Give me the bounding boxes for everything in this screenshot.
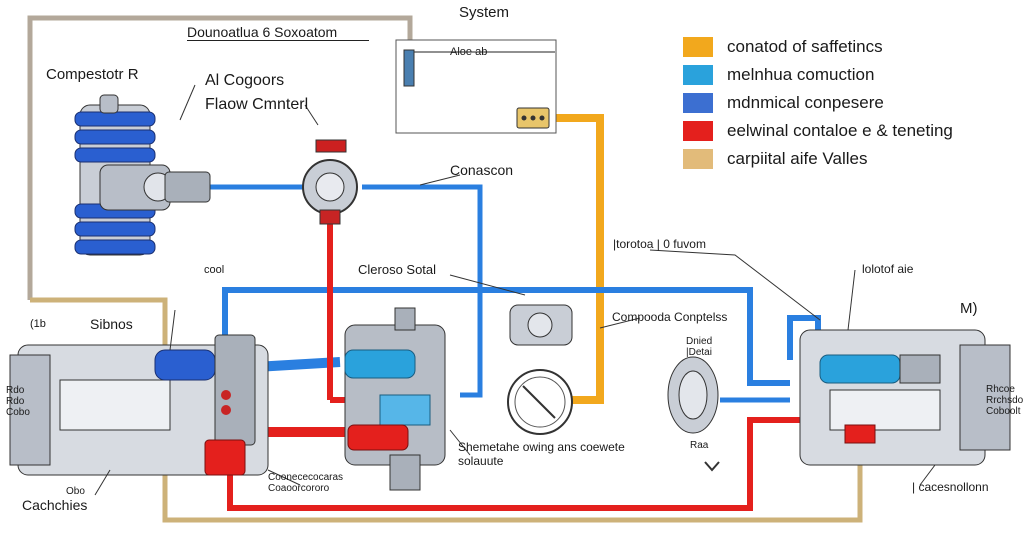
left-small-label-2: Obo [66,486,85,497]
bottom-left-label: Coonececocaras Coaoorcororo [268,472,344,494]
top-label: Dounoatlua 6 Soxoatom [187,24,369,41]
leader-lines [94,84,936,496]
red-line-bottom [227,417,800,511]
air-compressor-label: Al Cogoors [205,72,285,89]
tan-bottom-line [30,297,863,523]
right-small-label: Rhcoe Rrchsdo Coboolt [986,384,1024,417]
left-small-label-1: Rdo Rdo Cobo [6,385,30,418]
legend-item: carpiital aife Valles [683,148,867,170]
box-inner-label: Aloe ab [450,46,488,58]
legend-swatch [683,121,713,141]
left-marker-label: (1b [30,318,46,330]
pressure-gauge [507,369,573,435]
legend-item: mdnmical conpesere [683,92,884,114]
catchers-label: Cachchies [22,497,88,513]
legend-item: eelwinal contaloe e & teneting [683,120,953,142]
legend-label: eelwinal contaloe e & teneting [727,121,953,140]
center-pump [344,307,446,491]
legend-label: mdnmical conpesere [727,93,884,112]
sensor-top-label: |torotoa | 0 fuvom [613,237,706,251]
legend-item: melnhua comuction [683,64,874,86]
legend-label: carpiital aife Valles [727,149,868,168]
gauge-top-label: Dnied |Detai [686,336,713,358]
tan-return-line [27,15,413,300]
gauge-bottom-label: Raa [690,440,709,451]
mj-label: M) [960,300,978,317]
compressor-unit [74,94,211,256]
right-drum [667,356,720,472]
sensor-right-label: lolotof aie [862,262,914,276]
control-switch-label: Cleroso Sotal [358,262,437,277]
legend-swatch [683,65,713,85]
box-probe [403,49,415,87]
compressor-label: Compestotr R [46,66,139,83]
small-motor [509,304,573,346]
composite-label: Compooda Conptelss [612,310,728,324]
bottom-right-label: | cacesnollonn [912,480,989,494]
legend-swatch [683,93,713,113]
orange-line [545,114,604,404]
connection-label: Conascon [450,162,514,178]
cdo-label: cool [204,264,225,276]
system-title: System [459,4,510,21]
sibnes-label: Sibnos [90,316,133,332]
blue-loop-right [787,315,821,360]
flow-control-label: Flaow Cmnterl [205,96,309,113]
legend-item: conatod of saffetincs [683,36,883,58]
right-assembly [799,329,1011,466]
bottom-center-label: Shemetahe owing ans coewete solauute [458,440,625,468]
legend-label: conatod of saffetincs [727,37,883,56]
legend-swatch [683,37,713,57]
legend-swatch [683,149,713,169]
blue-line-main [222,287,790,386]
legend-label: melnhua comuction [727,65,875,84]
left-assembly [9,334,269,476]
flow-control-valve [302,139,358,225]
